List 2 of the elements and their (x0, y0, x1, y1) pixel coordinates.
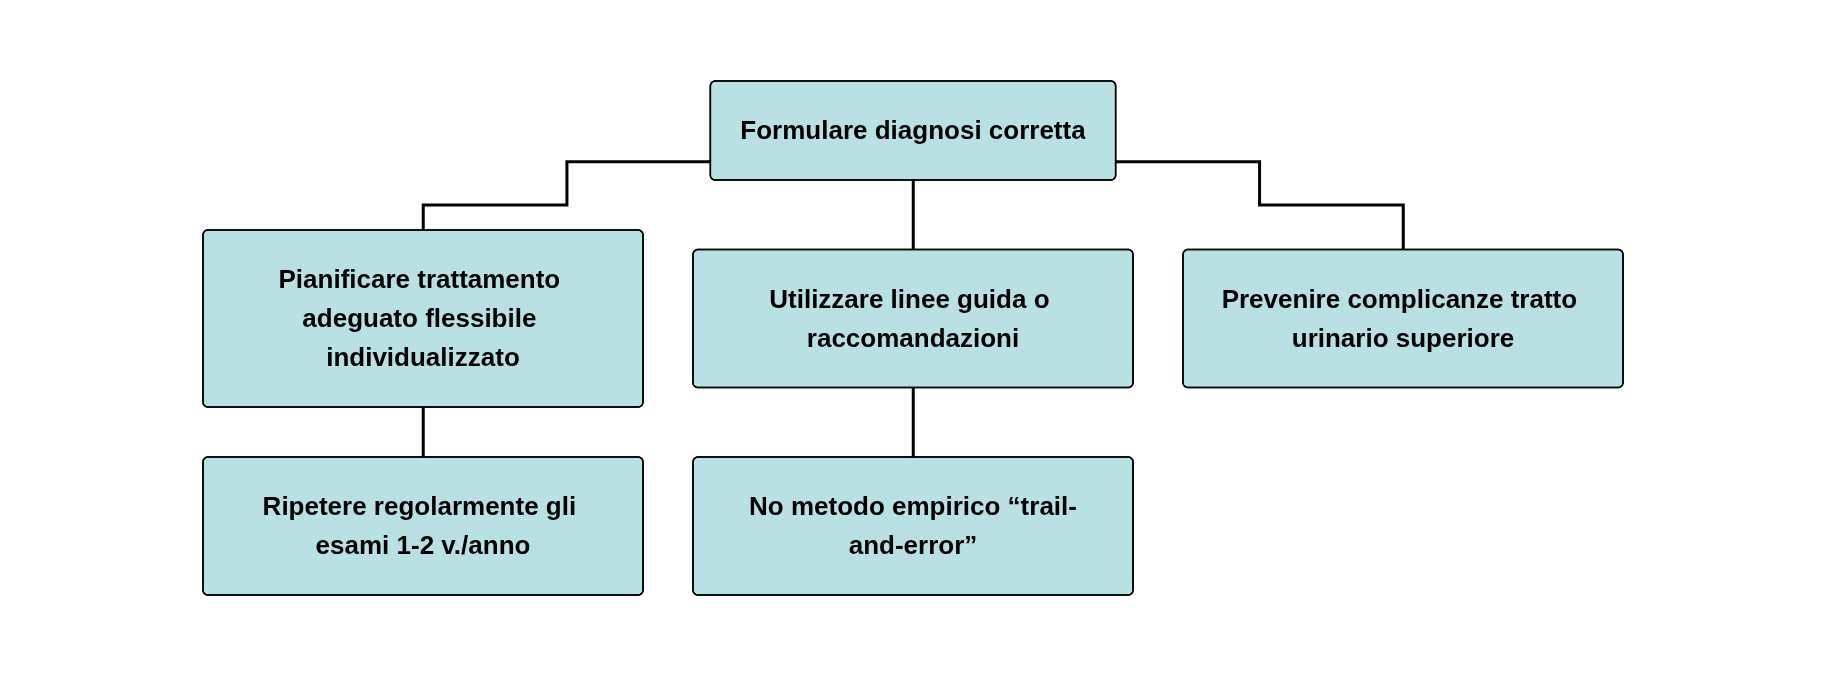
connector (911, 178, 915, 251)
connector (1116, 159, 1405, 251)
